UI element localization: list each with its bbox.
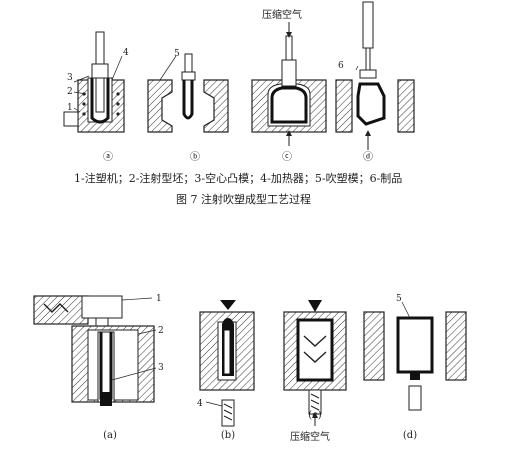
top-label-3: 3	[67, 73, 73, 83]
bottom-figure: 1 2 3 4 压缩空气	[33, 294, 467, 443]
top-sub-a-label: ⓐ	[103, 151, 113, 163]
top-sub-c-label: ⓒ	[282, 151, 292, 163]
bottom-sub-c	[283, 300, 347, 426]
top-sub-d-label: ⓓ	[363, 151, 373, 163]
top-sub-c	[251, 22, 327, 146]
bottom-label-2: 2	[158, 326, 164, 336]
top-sub-b-label: ⓑ	[190, 151, 200, 163]
top-sub-d	[335, 1, 415, 150]
top-figure: 3 2 1 4 5 压缩空气	[63, 1, 415, 206]
top-compressed-air: 压缩空气	[262, 8, 302, 21]
bottom-sub-b	[199, 300, 255, 427]
top-label-6: 6	[338, 61, 344, 71]
top-label-2: 2	[67, 87, 73, 97]
bottom-sub-c-label: (c)	[308, 410, 322, 421]
bottom-label-5: 5	[396, 294, 402, 304]
bottom-sub-d-label: (d)	[403, 430, 417, 441]
top-label-4: 4	[123, 48, 129, 58]
bottom-sub-a-label: (a)	[103, 430, 117, 441]
bottom-label-4: 4	[197, 399, 203, 409]
top-sub-b	[147, 53, 229, 133]
bottom-compressed-air: 压缩空气	[290, 430, 330, 443]
top-caption: 图 7 注射吹塑成型工艺过程	[176, 192, 311, 206]
top-label-1: 1	[67, 103, 73, 113]
bottom-label-1: 1	[156, 294, 162, 304]
bottom-label-3: 3	[158, 363, 164, 373]
top-label-5: 5	[174, 49, 180, 59]
bottom-sub-b-label: (b)	[221, 430, 235, 441]
bottom-sub-a	[33, 295, 157, 406]
bottom-sub-d	[363, 301, 467, 411]
top-sub-a	[63, 31, 125, 133]
top-legend: 1-注塑机；2-注射型坯；3-空心凸模；4-加热器；5-吹塑模；6-制品	[74, 171, 402, 185]
